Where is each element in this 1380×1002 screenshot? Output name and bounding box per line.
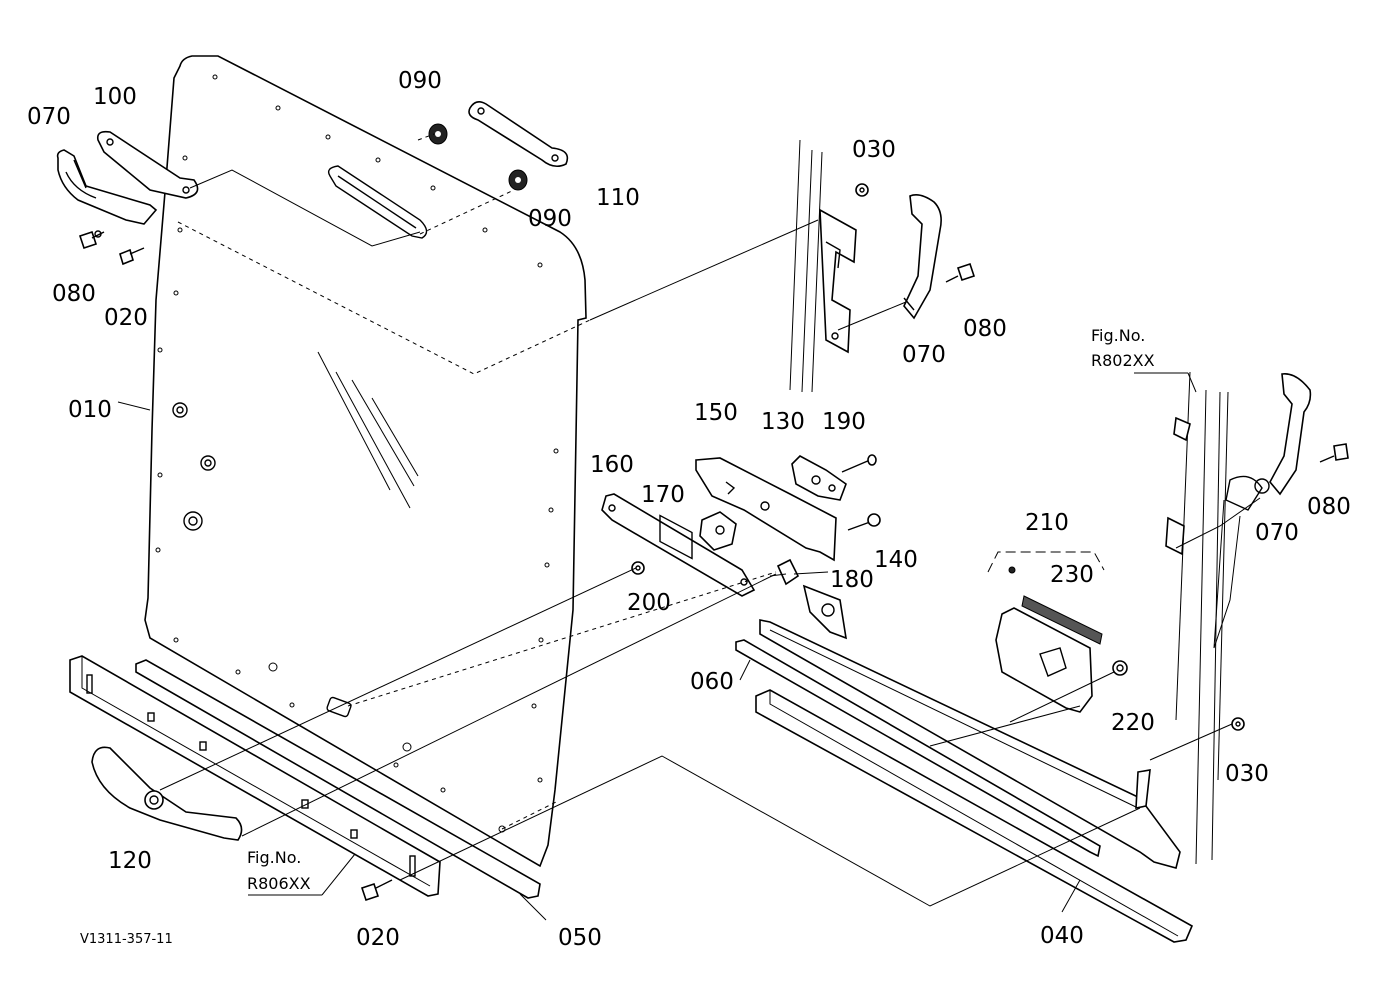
callout-220: 220 bbox=[1111, 710, 1155, 736]
latch-cover-bracket bbox=[995, 607, 1093, 713]
door-glass-panel bbox=[144, 55, 587, 868]
leader-lines bbox=[159, 133, 1261, 907]
bolt-080-top-left bbox=[78, 230, 105, 250]
callout-010: 010 bbox=[68, 397, 112, 423]
bottom-seal-050 bbox=[135, 659, 541, 899]
callout-080-right: 080 bbox=[1307, 494, 1351, 520]
callout-080-mid: 080 bbox=[963, 316, 1007, 342]
callout-090-mid: 090 bbox=[528, 206, 572, 232]
callout-190: 190 bbox=[822, 409, 866, 435]
callout-060: 060 bbox=[690, 669, 734, 695]
callout-090-top: 090 bbox=[398, 68, 442, 94]
callout-150: 150 bbox=[694, 400, 738, 426]
callout-070-top-left: 070 bbox=[27, 104, 71, 130]
figure-ref-right-code: R802XX bbox=[1091, 351, 1155, 370]
nut-030-right bbox=[1231, 717, 1245, 731]
callout-140: 140 bbox=[874, 547, 918, 573]
callout-080-top-left: 080 bbox=[52, 281, 96, 307]
figure-reference-right: Fig.No. R802XX bbox=[1091, 326, 1155, 370]
callout-020-top-left: 020 bbox=[104, 305, 148, 331]
callout-030-right: 030 bbox=[1225, 761, 1269, 787]
screw-190 bbox=[841, 454, 877, 473]
screw-020-bottom bbox=[360, 879, 393, 902]
callout-070-right: 070 bbox=[1255, 520, 1299, 546]
bolt-080-right bbox=[1319, 443, 1349, 463]
callout-070-mid: 070 bbox=[902, 342, 946, 368]
figure-ref-left-code: R806XX bbox=[247, 874, 311, 893]
handle-plate-100 bbox=[96, 130, 199, 199]
nut-030-top bbox=[855, 183, 869, 197]
screw-020-top-left bbox=[119, 247, 145, 266]
bolt-220 bbox=[1112, 660, 1128, 676]
figure-reference-left: Fig.No. R806XX bbox=[247, 848, 311, 893]
callout-pointers bbox=[117, 372, 1197, 921]
weatherstrip-060 bbox=[735, 639, 1101, 858]
cab-frame-pillar-right bbox=[1165, 371, 1263, 865]
washer-090-mid bbox=[508, 169, 528, 191]
figure-ref-right-label: Fig.No. bbox=[1091, 326, 1145, 345]
callout-230: 230 bbox=[1050, 562, 1094, 588]
callout-210: 210 bbox=[1025, 510, 1069, 536]
inside-grip-handle-top-left bbox=[56, 149, 158, 225]
callout-100: 100 bbox=[93, 84, 137, 110]
sill-bar-040 bbox=[755, 689, 1194, 943]
callout-160: 160 bbox=[590, 452, 634, 478]
callout-labels: 070 100 090 110 090 080 020 010 030 080 … bbox=[27, 68, 1351, 951]
bolt-140 bbox=[847, 513, 881, 531]
latch-130 bbox=[791, 455, 847, 501]
callout-120: 120 bbox=[108, 848, 152, 874]
drawing-code: V1311-357-11 bbox=[80, 932, 173, 947]
inside-grip-handle-right bbox=[1254, 373, 1312, 496]
callout-030-top: 030 bbox=[852, 137, 896, 163]
seal-230 bbox=[1021, 595, 1103, 645]
figure-ref-left-label: Fig.No. bbox=[247, 848, 301, 867]
cab-frame-pillar-top bbox=[789, 139, 857, 393]
callout-200: 200 bbox=[627, 590, 671, 616]
callout-180: 180 bbox=[830, 567, 874, 593]
latch-bracket-150 bbox=[695, 457, 837, 562]
striker-plate-160 bbox=[601, 493, 756, 597]
callout-020-bottom: 020 bbox=[356, 925, 400, 951]
washer-090-top bbox=[428, 123, 448, 145]
bolt-080-top-right bbox=[945, 262, 976, 283]
nut-200 bbox=[631, 561, 645, 575]
door-sill-frame bbox=[759, 584, 1181, 869]
callout-130: 130 bbox=[761, 409, 805, 435]
outside-door-handle bbox=[91, 746, 243, 841]
lock-cylinder-120 bbox=[144, 790, 164, 810]
callout-040: 040 bbox=[1040, 923, 1084, 949]
collar-180 bbox=[776, 558, 800, 586]
callout-050: 050 bbox=[558, 925, 602, 951]
spacer-170 bbox=[699, 511, 737, 551]
callout-110: 110 bbox=[596, 185, 640, 211]
handle-plate-110 bbox=[468, 100, 569, 168]
assembly-210-bracket bbox=[987, 551, 1105, 574]
bottom-trim-rail bbox=[69, 655, 441, 897]
inside-grip-handle-top-right bbox=[903, 194, 942, 320]
callout-170: 170 bbox=[641, 482, 685, 508]
